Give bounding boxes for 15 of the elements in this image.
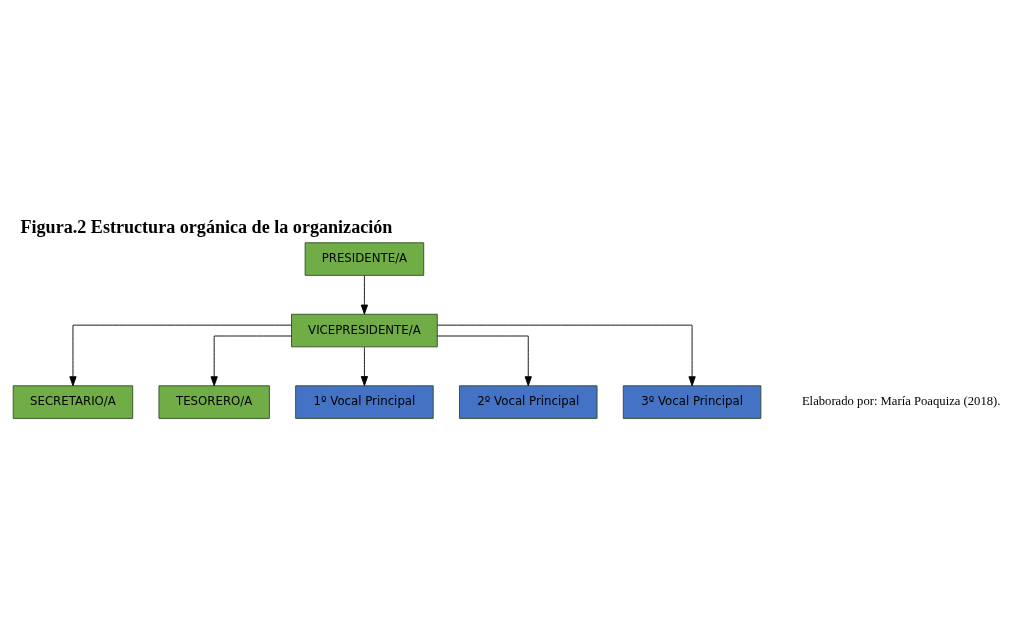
diagram-title: Figura.2 Estructura orgánica de la organización [20,216,393,237]
node-box: 3º Vocal Principal [622,384,762,419]
node-box: 1º Vocal Principal [295,384,434,419]
node-box: TESORERO/A [158,384,270,419]
arrow [69,324,292,386]
node-box: VICEPRESIDENTE/A [291,313,438,347]
arrow [360,274,369,315]
arrow [360,346,369,386]
arrow [210,335,292,386]
arrow [437,324,696,386]
node-box: 2º Vocal Principal [459,384,598,419]
node-box: PRESIDENTE/A [304,241,425,276]
arrow [437,335,532,386]
node-box: SECRETARIO/A [12,384,134,419]
caption: Elaborado por: María Poaquiza (2018). [801,393,1001,408]
